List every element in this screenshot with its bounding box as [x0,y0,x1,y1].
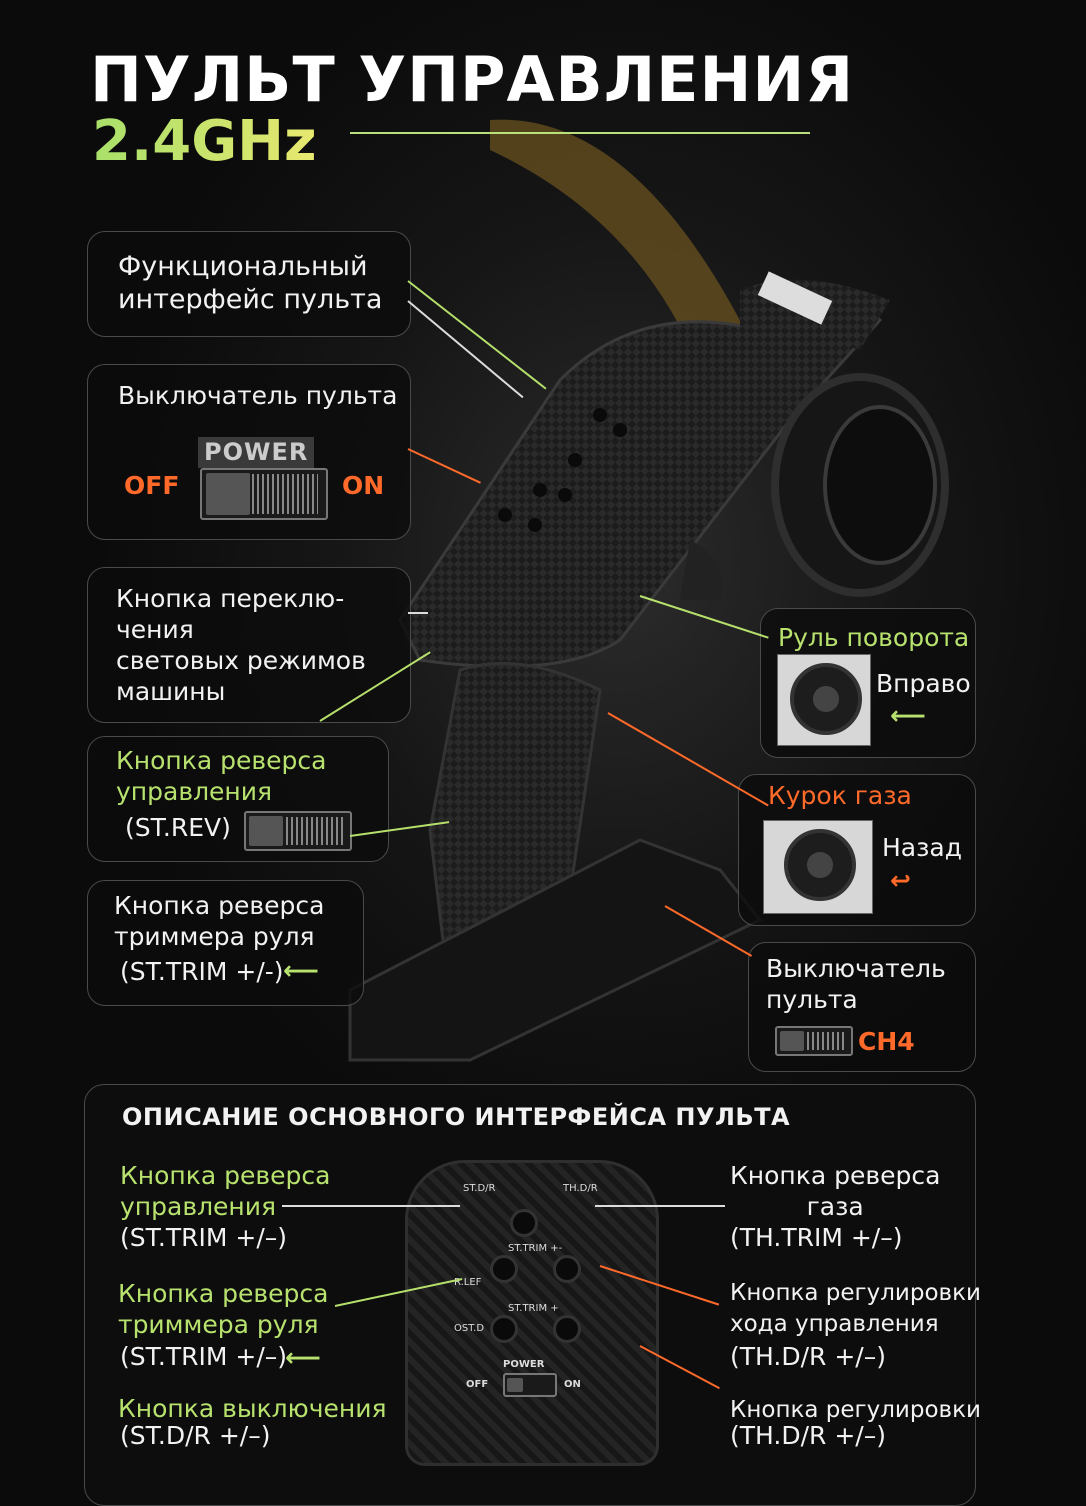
panel-right-1-pointer [595,1205,725,1207]
panel-left-2-title: Кнопка реверса триммера руля [118,1279,329,1339]
panel-left-2-code: (ST.TRIM +/–) [120,1342,288,1371]
remote-top-view: ST.D/R TH.D/R ST.TRIM +- R.LEF ST.TRIM +… [405,1160,659,1466]
steering-arrow-icon: ⟵ [890,701,926,730]
throttle-direction: Назад [882,833,963,862]
frequency-label: 2.4GHz [92,109,317,174]
ch4-code: CH4 [858,1027,915,1056]
panel-left-1-title: Кнопка реверса управления [120,1161,331,1221]
power-switch-graphic [200,468,328,520]
remote-button-3 [553,1255,581,1283]
st-rev-title: Кнопка реверса управления [116,746,327,806]
interface-callout-text: Функциональный интерфейс пульта [118,251,383,315]
st-trim-arrow-icon: ⟵ [283,956,319,985]
page-title: ПУЛЬТ УПРАВЛЕНИЯ [90,43,855,116]
st-rev-code: (ST.REV) [125,813,231,842]
interface-callout [87,231,411,337]
panel-title: ОПИСАНИЕ ОСНОВНОГО ИНТЕРФЕЙСА ПУЛЬТА [122,1103,791,1131]
st-trim-callout [87,880,364,1006]
remote-button-5 [553,1315,581,1343]
panel-right-1-code: (TH.TRIM +/–) [730,1223,903,1252]
st-rev-switch [244,811,352,851]
power-switch-label: POWER [198,437,315,468]
remote-button-1 [510,1209,538,1237]
throttle-arrow-icon: ↩ [890,866,911,895]
panel-right-2-title: Кнопка регулировки хода управления [730,1280,981,1337]
transmitter-illustration [348,119,949,1062]
remote-button-4 [490,1315,518,1343]
remote-rlef-label: R.LEF [454,1277,482,1288]
st-trim-title: Кнопка реверса триммера руля [114,891,325,951]
light-mode-text: Кнопка переклю- чения световых режимов м… [116,584,366,706]
throttle-thumbnail [763,820,873,914]
throttle-title: Курок газа [768,781,912,810]
panel-left-3-code: (ST.D/R +/–) [120,1421,271,1450]
remote-ostd-label: OST.D [454,1323,485,1334]
remote-off-label: OFF [466,1379,489,1390]
remote-st-dr-label: ST.D/R [463,1183,496,1194]
st-trim-code: (ST.TRIM +/-) [120,957,284,986]
remote-st-trim-b-label: ST.TRIM + [508,1303,559,1314]
ch4-switch [775,1026,853,1056]
steering-title: Руль поворота [778,623,970,652]
panel-right-2-code: (TH.D/R +/–) [730,1342,886,1371]
panel-left-3-title: Кнопка выключения [118,1394,387,1423]
ch4-title: Выключатель пульта [766,954,946,1014]
light-mode-pointer-2 [408,612,428,614]
panel-right-3-title: Кнопка регулировки [730,1397,981,1423]
remote-power-label: POWER [503,1359,545,1370]
remote-th-dr-label: TH.D/R [563,1183,598,1194]
power-on-label: ON [342,471,385,500]
power-off-label: OFF [124,471,180,500]
remote-power-switch [503,1373,557,1397]
remote-st-trim-a-label: ST.TRIM +- [508,1243,563,1254]
panel-left-2-arrow-icon: ⟵ [285,1343,321,1372]
power-switch-title: Выключатель пульта [118,381,398,410]
steering-thumbnail [777,654,871,746]
steering-direction: Вправо [876,669,971,698]
remote-on-label: ON [564,1379,581,1390]
frequency-underline [350,132,810,134]
panel-right-1-title: Кнопка реверса газа [730,1161,941,1221]
remote-button-2 [490,1255,518,1283]
panel-right-3-code: (TH.D/R +/–) [730,1421,886,1450]
panel-left-1-pointer [282,1205,460,1207]
panel-left-1-code: (ST.TRIM +/–) [120,1223,288,1252]
